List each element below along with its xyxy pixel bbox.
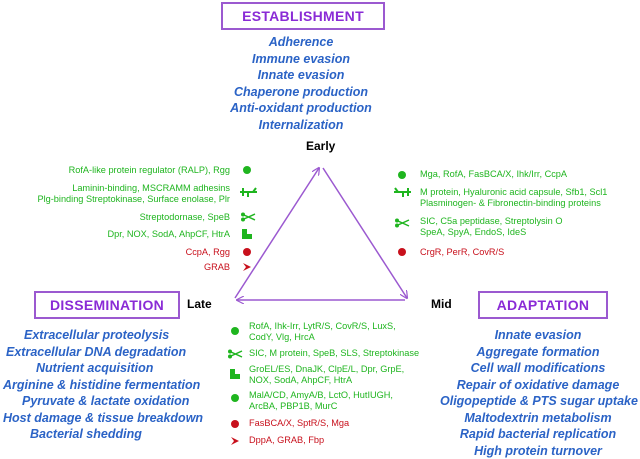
establishment-item: Immune evasion	[170, 51, 432, 68]
stage-late-label: Late	[187, 297, 212, 311]
adaptation-item: Cell wall modifications	[440, 360, 636, 377]
early-left-row: Streptodornase, SpeB	[10, 212, 230, 223]
mid-late-row: MalA/CD, AmyA/B, LctO, HutIUGH, ArcBA, P…	[249, 390, 393, 412]
dot-icon	[397, 170, 407, 180]
scissors-icon	[240, 212, 256, 222]
establishment-item: Anti-oxidant production	[170, 100, 432, 117]
adaptation-title: ADAPTATION	[497, 297, 590, 313]
dissemination-list: Extracellular proteolysis Extracellular …	[3, 327, 203, 443]
dot-icon	[397, 247, 407, 257]
early-left-row: RofA-like protein regulator (RALP), Rgg	[10, 165, 230, 176]
arrowhead-icon	[230, 436, 240, 446]
adaptation-item: Rapid bacterial replication	[440, 426, 636, 443]
early-right-row: M protein, Hyaluronic acid capsule, Sfb1…	[420, 187, 607, 209]
mid-late-row: RofA, Ihk-Irr, LytR/S, CovR/S, LuxS, Cod…	[249, 321, 396, 343]
establishment-item: Internalization	[170, 117, 432, 134]
dot-icon	[230, 326, 240, 336]
early-left-row: Laminin-binding, MSCRAMM adhesins Plg-bi…	[10, 183, 230, 205]
enzyme-icon	[229, 368, 241, 380]
adhesin-icon	[392, 186, 412, 198]
adaptation-list: Innate evasion Aggregate formation Cell …	[440, 327, 636, 459]
adaptation-item: High protein turnover	[440, 443, 636, 459]
dissemination-item: Host damage & tissue breakdown	[3, 410, 203, 427]
early-right-row: Mga, RofA, FasBCA/X, Ihk/Irr, CcpA	[420, 169, 567, 180]
adaptation-item: Maltodextrin metabolism	[440, 410, 636, 427]
dissemination-item: Extracellular DNA degradation	[3, 344, 203, 361]
dissemination-item: Bacterial shedding	[3, 426, 203, 443]
adaptation-title-box: ADAPTATION	[478, 291, 608, 319]
mid-late-row: FasBCA/X, SptR/S, Mga	[249, 418, 349, 429]
dot-icon	[242, 247, 252, 257]
mid-late-row: DppA, GRAB, Fbp	[249, 435, 324, 446]
mid-late-row: GroEL/ES, DnaJK, ClpE/L, Dpr, GrpE, NOX,…	[249, 364, 404, 386]
establishment-title: ESTABLISHMENT	[242, 8, 364, 24]
early-left-row: CcpA, Rgg	[10, 247, 230, 258]
enzyme-icon	[241, 228, 253, 240]
dissemination-item: Nutrient acquisition	[3, 360, 203, 377]
mid-late-row: SIC, M protein, SpeB, SLS, Streptokinase	[249, 348, 419, 359]
establishment-item: Innate evasion	[170, 67, 432, 84]
adaptation-item: Aggregate formation	[440, 344, 636, 361]
establishment-title-box: ESTABLISHMENT	[221, 2, 385, 30]
establishment-item: Chaperone production	[170, 84, 432, 101]
dot-icon	[242, 165, 252, 175]
adaptation-item: Innate evasion	[440, 327, 636, 344]
dissemination-item: Extracellular proteolysis	[3, 327, 203, 344]
early-right-row: SIC, C5a peptidase, Streptolysin O SpeA,…	[420, 216, 562, 238]
dot-icon	[230, 419, 240, 429]
dissemination-item: Pyruvate & lactate oxidation	[3, 393, 203, 410]
dissemination-item: Arginine & histidine fermentation	[3, 377, 203, 394]
establishment-list: Adherence Immune evasion Innate evasion …	[170, 34, 432, 133]
dissemination-title-box: DISSEMINATION	[34, 291, 180, 319]
early-left-row: GRAB	[10, 262, 230, 273]
adhesin-icon	[239, 186, 259, 198]
arrowhead-icon	[242, 262, 252, 272]
dissemination-title: DISSEMINATION	[50, 297, 164, 313]
scissors-icon	[227, 349, 243, 359]
adaptation-item: Oligopeptide & PTS sugar uptake	[440, 393, 636, 410]
scissors-icon	[394, 218, 410, 228]
stage-mid-label: Mid	[431, 297, 452, 311]
dot-icon	[230, 393, 240, 403]
stage-cycle-triangle	[225, 160, 425, 305]
adaptation-item: Repair of oxidative damage	[440, 377, 636, 394]
early-left-row: Dpr, NOX, SodA, AhpCF, HtrA	[10, 229, 230, 240]
establishment-item: Adherence	[170, 34, 432, 51]
stage-early-label: Early	[306, 139, 335, 153]
early-right-row: CrgR, PerR, CovR/S	[420, 247, 504, 258]
